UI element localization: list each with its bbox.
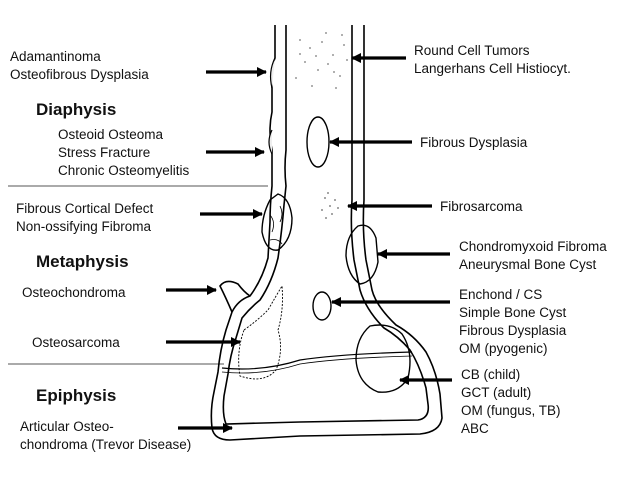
label-fibrosarcoma: Fibrosarcoma xyxy=(440,198,523,216)
label-line: Chondromyxoid Fibroma xyxy=(459,239,607,254)
heading-metaphysis: Metaphysis xyxy=(36,252,129,271)
label-line: chondroma (Trevor Disease) xyxy=(20,437,192,452)
label-cb: CB (child) GCT (adult) OM (fungus, TB) A… xyxy=(461,366,561,438)
osteoid-osteoma-lesion xyxy=(268,129,273,155)
label-line: Osteofibrous Dysplasia xyxy=(10,67,149,82)
label-line: Langerhans Cell Histiocyt. xyxy=(414,61,571,76)
label-line: Adamantinoma xyxy=(10,49,101,64)
fibrous-cortical-lesion xyxy=(261,193,293,251)
label-line: Osteoid Osteoma xyxy=(58,127,164,142)
label-line: Osteochondroma xyxy=(22,285,126,300)
heading-diaphysis: Diaphysis xyxy=(36,100,117,119)
label-line: GCT (adult) xyxy=(461,385,532,400)
label-osteosarcoma: Osteosarcoma xyxy=(32,334,120,352)
chondromyxoid-lesion xyxy=(345,224,379,285)
enchond-lesion xyxy=(312,291,332,321)
adamantinoma-lesion xyxy=(269,57,276,89)
label-line: Non-ossifying Fibroma xyxy=(16,219,152,234)
growth-plate xyxy=(221,351,413,370)
label-osteoid: Osteoid Osteoma Stress Fracture Chronic … xyxy=(58,126,189,180)
osteosarcoma-lesion xyxy=(238,284,283,380)
arrows xyxy=(166,52,452,434)
label-line: Articular Osteo- xyxy=(20,419,114,434)
label-line: Fibrous Cortical Defect xyxy=(16,201,154,216)
label-adamantinoma: Adamantinoma Osteofibrous Dysplasia xyxy=(10,48,149,84)
label-fibrous-cortical: Fibrous Cortical Defect Non-ossifying Fi… xyxy=(16,200,153,236)
label-line: Simple Bone Cyst xyxy=(459,305,567,320)
label-line: Osteosarcoma xyxy=(32,335,120,350)
heading-epiphysis: Epiphysis xyxy=(36,386,117,405)
label-line: Aneurysmal Bone Cyst xyxy=(459,257,597,272)
label-chondromyxoid: Chondromyxoid Fibroma Aneurysmal Bone Cy… xyxy=(459,238,607,274)
label-enchond: Enchond / CS Simple Bone Cyst Fibrous Dy… xyxy=(459,286,566,358)
label-line: ABC xyxy=(461,421,489,436)
fibrous-dysplasia-lesion xyxy=(306,116,330,168)
label-line: OM (fungus, TB) xyxy=(461,403,561,418)
label-line: Enchond / CS xyxy=(459,287,543,302)
label-line: CB (child) xyxy=(461,367,521,382)
label-line: Round Cell Tumors xyxy=(414,43,530,58)
label-round-cell: Round Cell Tumors Langerhans Cell Histio… xyxy=(414,42,571,78)
label-line: Chronic Osteomyelitis xyxy=(58,163,190,178)
label-articular: Articular Osteo- chondroma (Trevor Disea… xyxy=(20,418,191,454)
label-line: OM (pyogenic) xyxy=(459,341,548,356)
label-line: Fibrous Dysplasia xyxy=(459,323,567,338)
label-fibrous-dysplasia: Fibrous Dysplasia xyxy=(420,134,527,152)
label-line: Fibrosarcoma xyxy=(440,199,523,214)
label-osteochondroma: Osteochondroma xyxy=(22,284,126,302)
label-line: Stress Fracture xyxy=(58,145,151,160)
cb-gct-lesion xyxy=(355,324,411,393)
fibrosarcoma-stipple xyxy=(321,192,339,219)
round-cell-stipple xyxy=(295,32,348,89)
label-line: Fibrous Dysplasia xyxy=(420,135,528,150)
